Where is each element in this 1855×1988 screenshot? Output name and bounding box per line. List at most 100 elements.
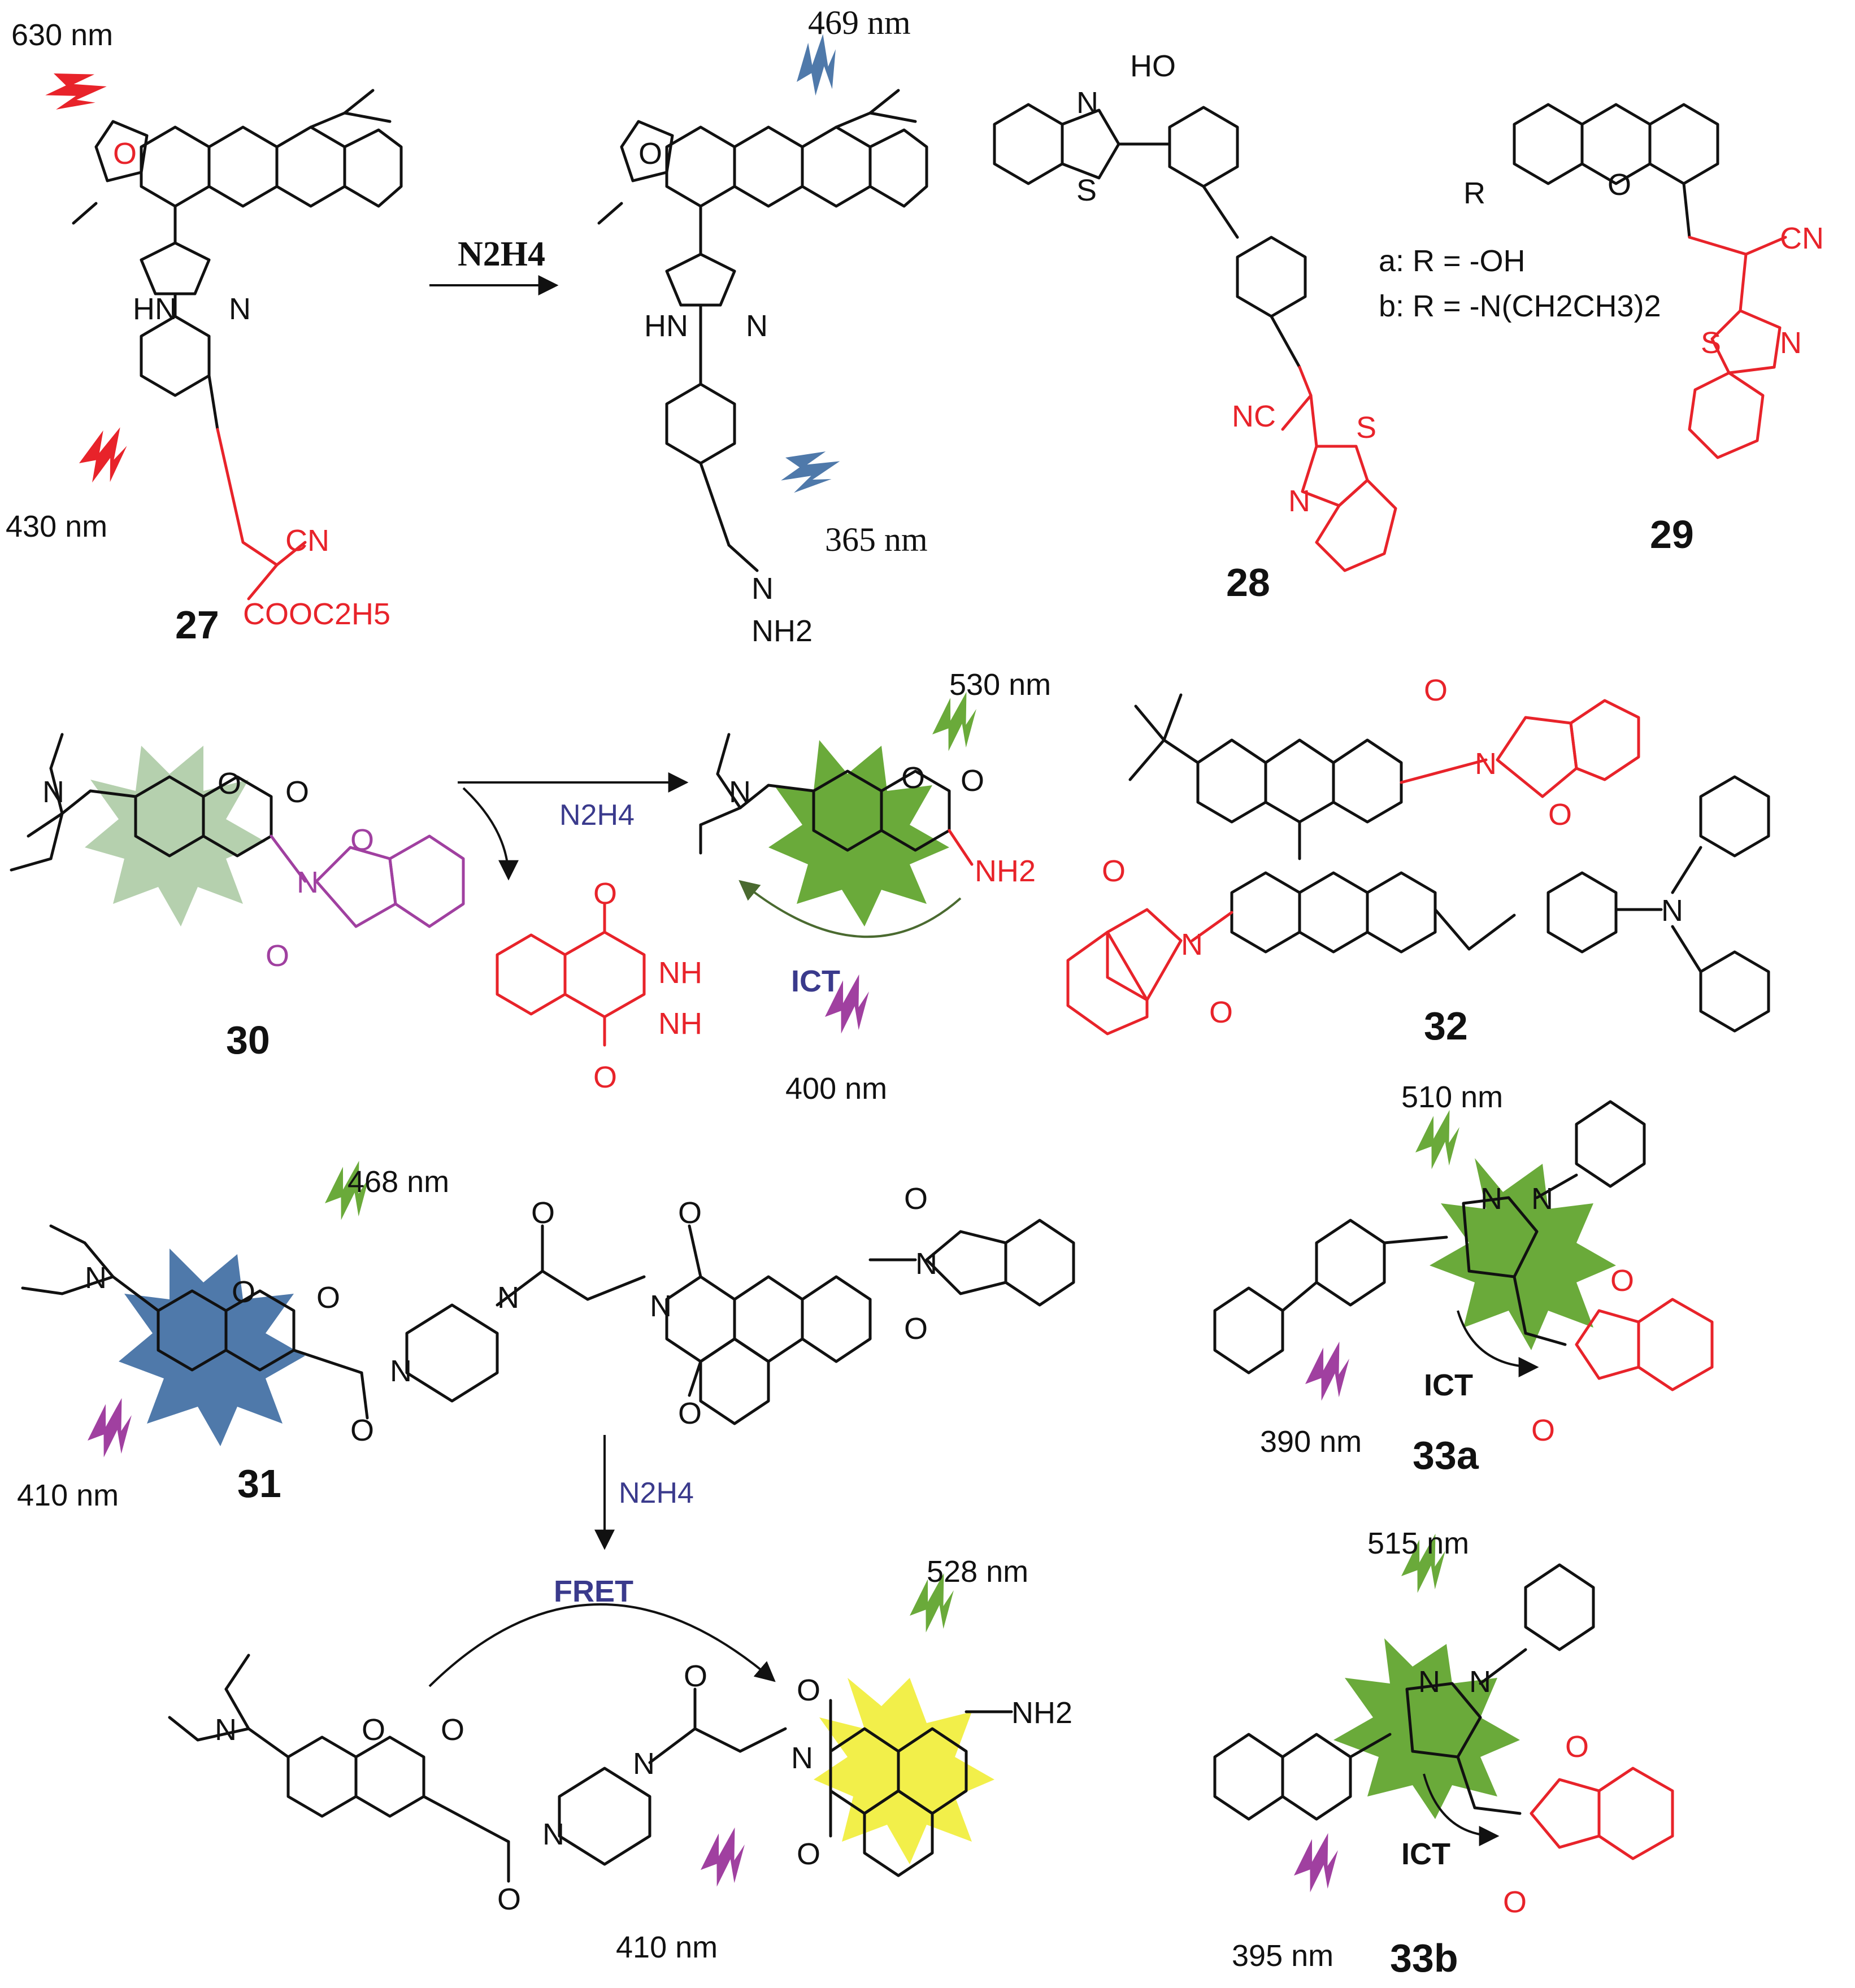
compound-33a-structure <box>1213 1100 1646 1374</box>
atom-label: NH2 <box>975 854 1036 888</box>
wavelength-label: 630 nm <box>11 18 113 52</box>
compound-number: 32 <box>1424 1004 1468 1048</box>
compound-number: 29 <box>1650 512 1694 556</box>
compound-number: 27 <box>175 603 219 647</box>
atom-label: O <box>531 1196 555 1230</box>
atom-label: O <box>797 1673 820 1707</box>
atom-label: N <box>1480 1182 1502 1216</box>
atom-label: N <box>497 1281 519 1315</box>
atom-label: O <box>1102 854 1126 888</box>
atom-label: O <box>904 1182 928 1216</box>
atom-label: N <box>650 1289 672 1323</box>
atom-label: O <box>593 1060 617 1094</box>
starburst-icon <box>1430 1158 1616 1350</box>
atom-label: O <box>638 137 662 171</box>
phthalhydrazide-structure <box>496 902 646 1047</box>
starburst-icon <box>85 746 266 926</box>
atom-label: N <box>215 1713 237 1747</box>
wavelength-label: 469 nm <box>808 4 911 41</box>
compound-number: 28 <box>1226 560 1270 604</box>
atom-label: O <box>218 767 241 801</box>
wavelength-label: 400 nm <box>785 1072 887 1106</box>
fret-arrow <box>428 1603 776 1687</box>
atom-label: HO <box>1130 49 1176 83</box>
atom-label: O <box>904 1312 928 1346</box>
reagent-label: N2H4 <box>458 235 545 273</box>
compound-29-structure <box>1513 103 1719 239</box>
atom-label: O <box>1531 1413 1555 1447</box>
atom-label: S <box>1076 173 1097 207</box>
atom-label: N <box>42 775 64 809</box>
atom-label: N <box>1531 1182 1553 1216</box>
mechanism-label: ICT <box>1401 1837 1450 1871</box>
lightning-bolt-icon <box>689 1825 759 1895</box>
atom-label: HN <box>133 292 177 326</box>
starburst-icon <box>814 1678 994 1864</box>
compound-33b-structure <box>1213 1563 1595 1821</box>
atom-label: R <box>1463 176 1485 210</box>
atom-label: NC <box>1232 399 1276 433</box>
wavelength-label: 395 nm <box>1232 1939 1333 1973</box>
lightning-bolt-icon <box>1294 1339 1363 1409</box>
atom-label: N <box>297 865 319 899</box>
ict-arrow <box>738 880 962 938</box>
atom-label: O <box>285 775 309 809</box>
atom-label: O <box>678 1397 702 1430</box>
atom-label: CN <box>285 524 329 558</box>
atom-label: N <box>1418 1665 1440 1699</box>
atom-label: S <box>1701 326 1721 360</box>
atom-label: O <box>497 1882 521 1916</box>
atom-label: N <box>633 1747 655 1781</box>
atom-label: N <box>390 1354 412 1388</box>
starburst-icon <box>768 740 949 926</box>
atom-label: NH2 <box>751 614 813 648</box>
atom-label: N <box>1661 894 1683 928</box>
atom-label: N <box>1288 484 1310 518</box>
reagent-label: N2H4 <box>559 799 635 832</box>
atom-label: O <box>350 823 374 857</box>
lightning-bolt-icon <box>37 55 108 126</box>
atom-label: O <box>961 764 984 798</box>
wavelength-label: 528 nm <box>927 1555 1028 1589</box>
atom-label: O <box>266 939 289 973</box>
atom-label: O <box>901 761 925 795</box>
atom-label: N <box>1076 86 1098 120</box>
ict-arrow <box>1457 1310 1539 1377</box>
mechanism-label: ICT <box>1424 1368 1473 1402</box>
atom-label: N <box>915 1247 937 1281</box>
atom-label: N <box>746 309 768 343</box>
wavelength-label: 515 nm <box>1367 1526 1469 1560</box>
atom-label: NH <box>658 956 702 990</box>
atom-label: O <box>316 1281 340 1315</box>
atom-label: O <box>1565 1730 1589 1764</box>
compound-number: 30 <box>226 1018 270 1062</box>
wavelength-label: 530 nm <box>949 668 1051 702</box>
compound-31-structure <box>21 1219 1075 1425</box>
atom-label: O <box>1424 673 1448 707</box>
compound-27-structure <box>72 89 403 431</box>
atom-label: N <box>1181 928 1203 962</box>
atom-label: O <box>678 1196 702 1230</box>
atom-label: HN <box>644 309 688 343</box>
compound-28-structure <box>993 103 1307 369</box>
mechanism-label: FRET <box>554 1574 633 1608</box>
atom-label: N <box>1780 326 1802 360</box>
substituent-a: a: R = -OH <box>1379 244 1526 278</box>
lightning-bolt-icon <box>782 32 854 104</box>
atom-label: COOC2H5 <box>243 597 390 631</box>
wavelength-label: 410 nm <box>17 1478 119 1512</box>
mechanism-label: ICT <box>791 964 840 998</box>
atom-label: N <box>751 572 774 606</box>
atom-label: N <box>1475 747 1497 781</box>
lightning-bolt-icon <box>71 424 137 490</box>
atom-label: N <box>85 1261 107 1295</box>
wavelength-label: 410 nm <box>616 1930 718 1964</box>
atom-label: O <box>1548 798 1572 832</box>
atom-label: O <box>113 137 137 171</box>
ict-arrow <box>1423 1773 1500 1846</box>
atom-label: NH <box>658 1007 702 1041</box>
compound-30-structure <box>10 733 273 872</box>
compound-number: 31 <box>237 1461 281 1506</box>
atom-label: N <box>729 775 751 809</box>
